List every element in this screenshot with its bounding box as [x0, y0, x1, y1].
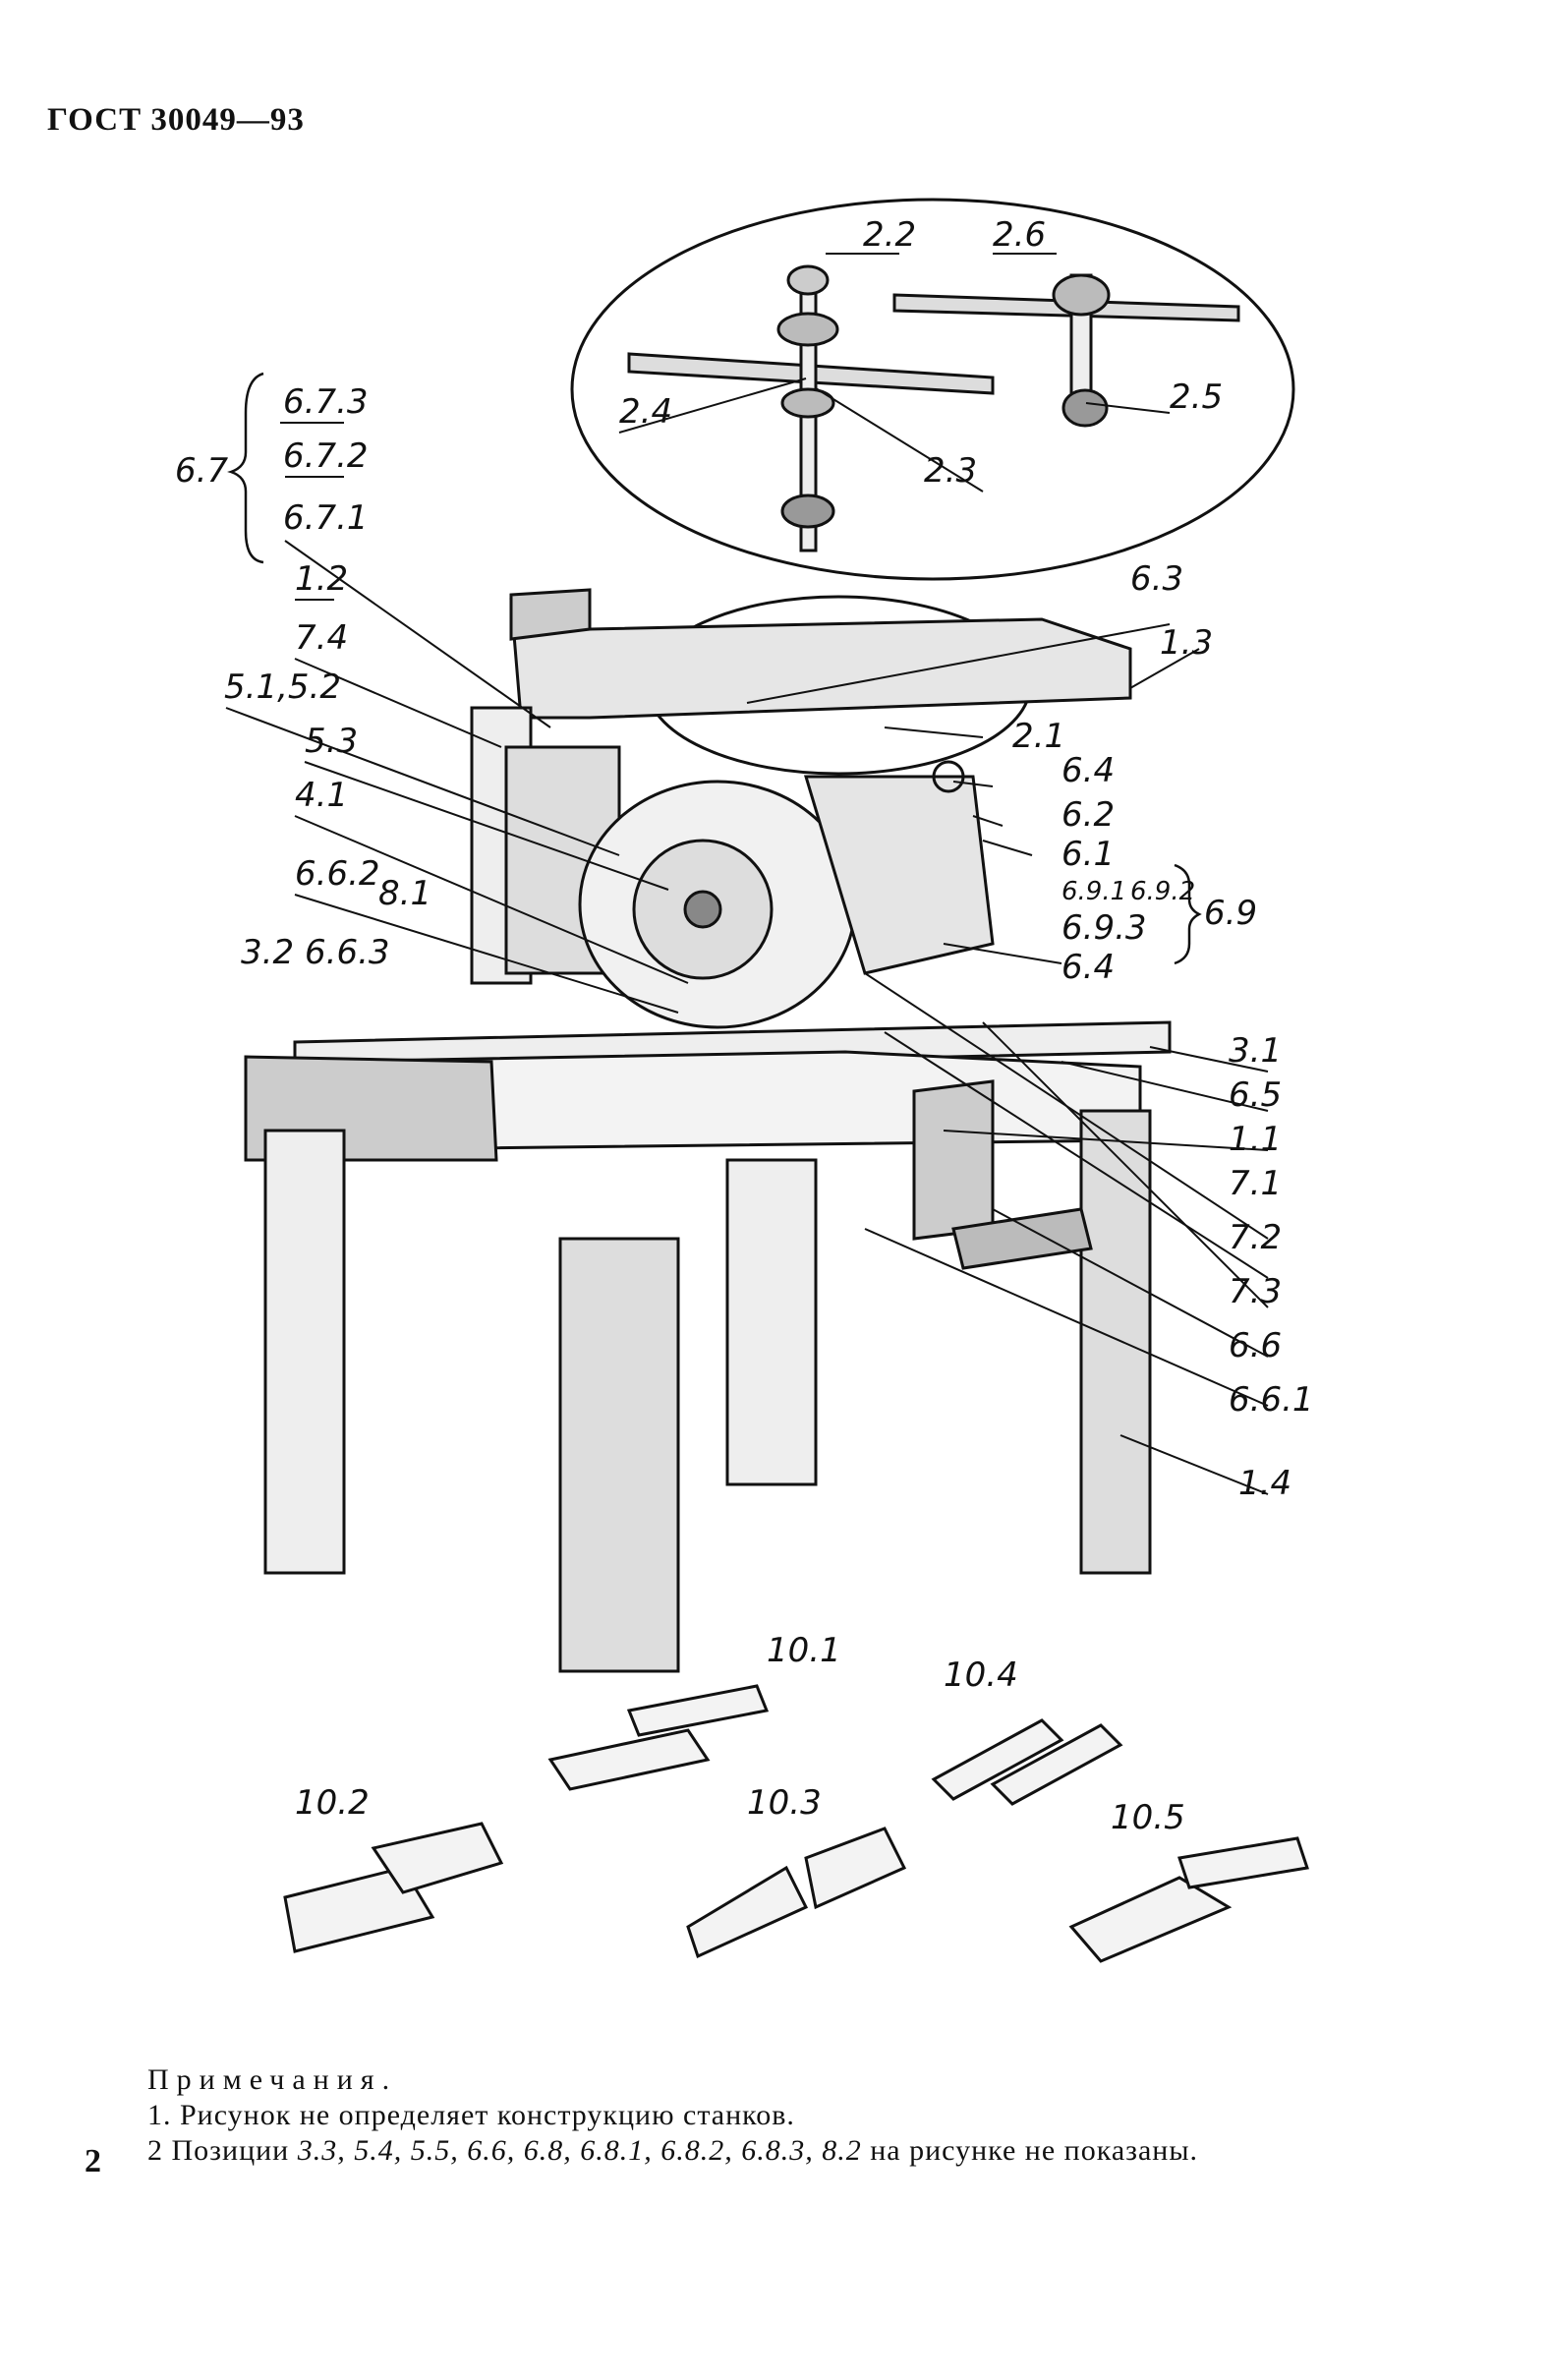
callout-7-2: 7.2	[1229, 1218, 1282, 1257]
note-2-suffix: на рисунке не показаны.	[870, 2134, 1199, 2167]
column-top	[509, 588, 592, 641]
inset-nut-4	[780, 493, 835, 529]
callout-6-4-lower: 6.4	[1061, 948, 1115, 987]
callout-6-7-2: 6.7.2	[283, 436, 369, 476]
callout-1-3: 1.3	[1160, 623, 1213, 663]
callout-6-4-upper: 6.4	[1061, 751, 1115, 790]
callout-1-2: 1.2	[295, 559, 348, 599]
callout-6-6-1: 6.6.1	[1229, 1380, 1314, 1420]
inset-nut-2	[776, 312, 839, 347]
callout-10-4: 10.4	[944, 1655, 1018, 1695]
callout-6-9: 6.9	[1204, 894, 1257, 933]
callout-7-4: 7.4	[295, 618, 348, 658]
inset-nut-3	[780, 387, 835, 419]
notes: Примечания. 1. Рисунок не определяет кон…	[147, 2062, 1198, 2169]
callout-3-1: 3.1	[1229, 1031, 1282, 1071]
callout-10-1: 10.1	[767, 1631, 841, 1670]
callout-10-5: 10.5	[1111, 1798, 1185, 1837]
part-10-3	[686, 1827, 907, 1959]
note-2-positions: 3.3, 5.4, 5.5, 6.6, 6.8, 6.8.1, 6.8.2, 6…	[297, 2134, 862, 2167]
callout-2-1: 2.1	[1012, 717, 1065, 756]
callout-6-7-1: 6.7.1	[283, 498, 369, 538]
notes-title: Примечания.	[147, 2063, 398, 2096]
overarm	[509, 593, 1132, 720]
callout-2-3: 2.3	[924, 451, 977, 491]
inset-nut-6	[1061, 388, 1109, 428]
leg-front-left	[263, 1129, 346, 1575]
note-2-prefix: 2 Позиции	[147, 2134, 290, 2167]
callout-6-7-3: 6.7.3	[283, 382, 369, 422]
standard-header: ГОСТ 30049—93	[47, 102, 305, 138]
callout-6-6-3: 6.6.3	[305, 933, 390, 972]
callout-1-1: 1.1	[1229, 1120, 1282, 1159]
note-2: 2 Позиции 3.3, 5.4, 5.5, 6.6, 6.8, 6.8.1…	[147, 2133, 1198, 2169]
callout-1-4: 1.4	[1238, 1464, 1291, 1503]
saw-arbor	[683, 890, 722, 929]
callout-6-1: 6.1	[1061, 835, 1115, 874]
inset-nut-5	[1052, 273, 1111, 317]
callout-4-1: 4.1	[295, 776, 348, 815]
callout-2-6: 2.6	[993, 215, 1046, 255]
motor-housing	[803, 775, 995, 975]
callout-8-1: 8.1	[378, 874, 431, 913]
callout-5-1-5-2: 5.1,5.2	[224, 668, 341, 707]
callout-10-3: 10.3	[747, 1783, 822, 1823]
callout-6-6: 6.6	[1229, 1326, 1282, 1365]
callout-2-2: 2.2	[863, 215, 916, 255]
brace-6-7	[227, 372, 264, 564]
leg-front-center	[558, 1237, 680, 1673]
callout-7-3: 7.3	[1229, 1272, 1282, 1311]
callout-6-7: 6.7	[175, 451, 228, 491]
crank-handle	[912, 1079, 995, 1241]
callout-6-6-2: 6.6.2	[295, 854, 380, 894]
callout-6-2: 6.2	[1061, 795, 1115, 835]
leg-back-center	[725, 1158, 818, 1486]
detail-inset-ellipse	[570, 198, 1295, 581]
brace-6-9	[1174, 863, 1202, 965]
callout-6-3: 6.3	[1130, 559, 1183, 599]
callout-6-5: 6.5	[1229, 1075, 1282, 1115]
page-number: 2	[85, 2143, 101, 2179]
callout-6-9-3: 6.9.3	[1061, 908, 1147, 948]
part-10-1	[547, 1684, 770, 1791]
callout-2-4: 2.4	[619, 392, 672, 432]
callout-2-5: 2.5	[1170, 377, 1223, 417]
note-1: 1. Рисунок не определяет конструкцию ста…	[147, 2099, 795, 2131]
callout-10-2: 10.2	[295, 1783, 370, 1823]
leg-right	[1079, 1109, 1152, 1575]
callout-6-9-1: 6.9.1	[1061, 877, 1126, 906]
part-10-5	[1068, 1836, 1309, 1963]
callout-7-1: 7.1	[1229, 1164, 1282, 1203]
callout-3-2: 3.2	[241, 933, 294, 972]
inset-nut-1	[786, 264, 830, 296]
part-10-2	[283, 1822, 504, 1953]
callout-5-3: 5.3	[305, 722, 358, 761]
motor-handle	[932, 760, 965, 793]
callout-6-9-2: 6.9.2	[1130, 877, 1195, 906]
crank-arm	[951, 1207, 1093, 1270]
part-10-4	[931, 1718, 1123, 1806]
